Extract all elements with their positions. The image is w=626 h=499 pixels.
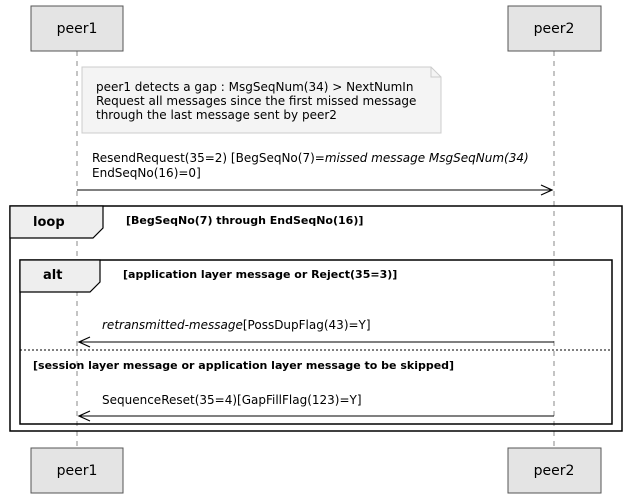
seqreset-label: SequenceReset(35=4)[GapFillFlag(123)=Y] (102, 393, 362, 407)
resend-label-normal: ResendRequest(35=2) [BegSeqNo(7)= (92, 151, 325, 165)
participant-peer1-bottom-label: peer1 (57, 463, 98, 479)
participant-peer1-top: peer1 (30, 5, 124, 52)
resend-label-line-2: EndSeqNo(16)=0] (92, 166, 201, 180)
participant-peer2-bottom: peer2 (507, 447, 602, 494)
participant-peer2-top: peer2 (507, 5, 602, 52)
message-sequence-reset: SequenceReset(35=4)[GapFillFlag(123)=Y] (77, 393, 554, 422)
loop-condition: [BegSeqNo(7) through EndSeqNo(16)] (126, 214, 363, 227)
arrowhead-left-icon (77, 336, 91, 348)
alt-frame: alt [application layer message or Reject… (19, 259, 613, 425)
arrowhead-right-icon (540, 184, 554, 196)
arrowhead-left-icon (77, 410, 91, 422)
retransmit-label-normal: [PossDupFlag(43)=Y] (243, 318, 371, 332)
retransmit-label-italic: retransmitted-message (102, 318, 243, 332)
alt-label: alt (43, 268, 62, 283)
note: peer1 detects a gap : MsgSeqNum(34) > Ne… (81, 66, 442, 134)
alt-condition-1: [application layer message or Reject(35=… (123, 268, 397, 281)
alt-condition-2: [session layer message or application la… (33, 359, 454, 372)
participant-peer2-top-label: peer2 (534, 21, 575, 37)
participant-peer1-bottom: peer1 (30, 447, 124, 494)
note-line-1: peer1 detects a gap : MsgSeqNum(34) > Ne… (96, 80, 413, 94)
note-line-2: Request all messages since the first mis… (96, 94, 416, 108)
retransmit-label: retransmitted-message[PossDupFlag(43)=Y] (102, 318, 371, 332)
participant-peer2-bottom-label: peer2 (534, 463, 575, 479)
message-retransmitted: retransmitted-message[PossDupFlag(43)=Y] (77, 318, 554, 348)
note-line-3: through the last message sent by peer2 (96, 108, 337, 122)
resend-label-italic: missed message MsgSeqNum(34) (325, 151, 529, 165)
loop-frame: loop [BegSeqNo(7) through EndSeqNo(16)] (9, 205, 623, 432)
loop-label: loop (33, 215, 65, 230)
participant-peer1-top-label: peer1 (57, 21, 98, 37)
message-resend-request: ResendRequest(35=2) [BegSeqNo(7)=missed … (77, 151, 554, 196)
resend-label-line-1: ResendRequest(35=2) [BegSeqNo(7)=missed … (92, 151, 529, 165)
